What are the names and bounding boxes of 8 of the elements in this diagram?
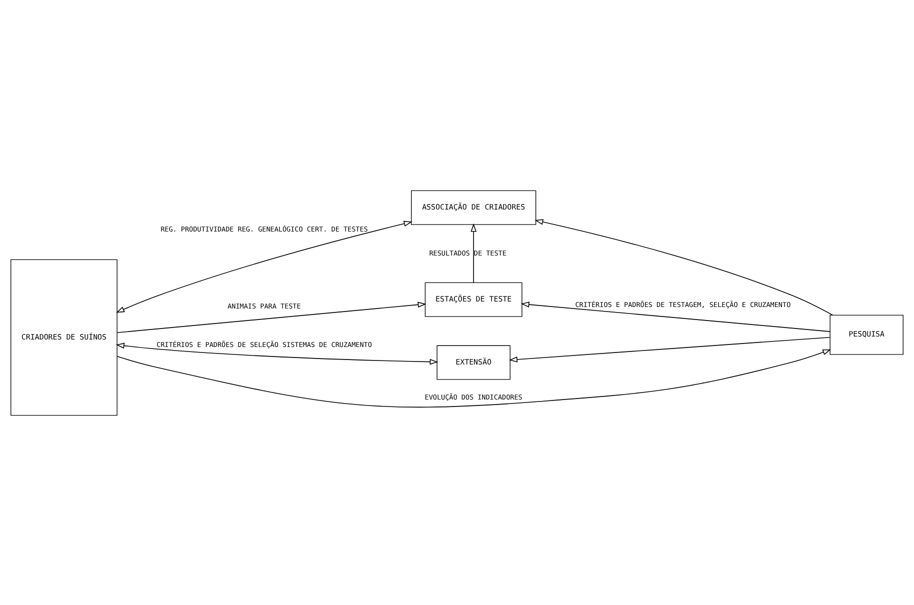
- arrow: [116, 301, 426, 333]
- arrow: [116, 348, 832, 408]
- arrow: [116, 342, 438, 364]
- arrow: [116, 220, 412, 312]
- arrow: [509, 336, 830, 362]
- arrow: [470, 222, 477, 282]
- arrow: [534, 218, 834, 315]
- arrow: [520, 301, 830, 332]
